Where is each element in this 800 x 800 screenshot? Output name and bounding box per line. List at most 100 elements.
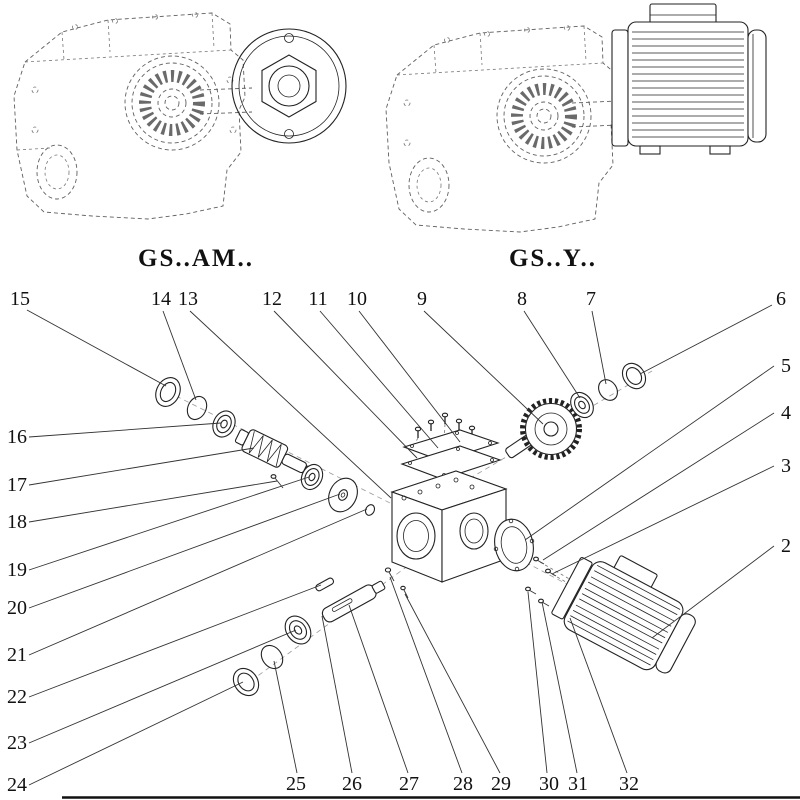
gear-housing bbox=[390, 470, 508, 583]
callout-numbers: 15 14 13 12 11 10 9 8 7 6 5 4 3 2 16 17 … bbox=[7, 288, 791, 796]
leader-line-21 bbox=[28, 508, 368, 656]
callout-15: 15 bbox=[10, 288, 30, 310]
o-ring-21 bbox=[364, 504, 376, 516]
leader-line-25 bbox=[273, 660, 298, 774]
housing-and-covers bbox=[390, 412, 508, 583]
leader-line-15 bbox=[26, 309, 167, 387]
callout-27: 27 bbox=[399, 773, 419, 795]
callout-21: 21 bbox=[7, 644, 27, 666]
callout-28: 28 bbox=[453, 773, 473, 795]
callout-2: 2 bbox=[781, 535, 791, 557]
leader-line-32 bbox=[569, 617, 628, 774]
input-boss-rings-y bbox=[496, 68, 592, 164]
callout-24: 24 bbox=[7, 774, 27, 796]
leader-line-18 bbox=[28, 480, 278, 523]
variant-label-am: GS..AM.. bbox=[138, 245, 254, 272]
callout-17: 17 bbox=[7, 474, 27, 496]
bearing-19 bbox=[300, 463, 324, 491]
leader-line-10 bbox=[358, 310, 461, 443]
leader-line-13 bbox=[189, 310, 392, 499]
callout-6: 6 bbox=[776, 288, 786, 310]
callout-19: 19 bbox=[7, 559, 27, 581]
callout-9: 9 bbox=[417, 288, 427, 310]
leader-line-29 bbox=[404, 593, 501, 774]
callout-11: 11 bbox=[308, 288, 327, 310]
helical-gear-9 bbox=[505, 398, 582, 460]
callout-7: 7 bbox=[586, 288, 596, 310]
callout-18: 18 bbox=[7, 511, 27, 533]
callout-22: 22 bbox=[7, 686, 27, 708]
output-flange-drawing bbox=[231, 28, 347, 144]
leader-line-16 bbox=[28, 422, 222, 438]
callout-20: 20 bbox=[7, 597, 27, 619]
callout-12: 12 bbox=[262, 288, 282, 310]
seal-ring-15 bbox=[155, 377, 181, 407]
leader-line-23 bbox=[28, 629, 297, 744]
variant-label-y: GS..Y.. bbox=[509, 245, 597, 272]
screw-29 bbox=[400, 585, 409, 599]
leader-line-9 bbox=[423, 310, 544, 425]
leader-line-17 bbox=[28, 447, 255, 486]
callout-3: 3 bbox=[781, 455, 791, 477]
motor-side-parts bbox=[493, 518, 696, 674]
callout-25: 25 bbox=[286, 773, 306, 795]
key-22 bbox=[315, 577, 335, 592]
output-shaft-parts bbox=[232, 567, 409, 697]
callout-16: 16 bbox=[7, 426, 27, 448]
gearbox-y-drawing bbox=[385, 25, 619, 233]
callout-26: 26 bbox=[342, 773, 362, 795]
exploded-view bbox=[155, 362, 696, 697]
motor-drawing bbox=[611, 3, 767, 155]
input-boss-rings bbox=[124, 55, 220, 151]
circlip-7 bbox=[598, 379, 618, 401]
bearing-8 bbox=[570, 391, 594, 419]
leader-line-12 bbox=[273, 310, 418, 459]
mounting-bolts bbox=[525, 556, 557, 607]
callout-4: 4 bbox=[781, 402, 791, 424]
worm-shaft-17 bbox=[234, 429, 315, 476]
leader-line-3 bbox=[551, 465, 775, 575]
callout-14: 14 bbox=[151, 288, 171, 310]
leader-line-7 bbox=[591, 310, 607, 385]
callout-32: 32 bbox=[619, 773, 639, 795]
leader-line-8 bbox=[523, 310, 581, 399]
output-shaft-27 bbox=[321, 580, 386, 623]
leader-line-24 bbox=[28, 681, 244, 786]
circlip-14 bbox=[186, 395, 208, 421]
callout-10: 10 bbox=[347, 288, 367, 310]
leader-line-22 bbox=[28, 584, 322, 698]
callout-23: 23 bbox=[7, 732, 27, 754]
callout-30: 30 bbox=[539, 773, 559, 795]
leader-line-4 bbox=[542, 412, 775, 561]
callout-13: 13 bbox=[178, 288, 198, 310]
washer-20 bbox=[328, 477, 358, 513]
leader-line-14 bbox=[162, 310, 197, 401]
leader-lines bbox=[26, 304, 775, 786]
leader-line-19 bbox=[28, 476, 310, 571]
motor-exploded bbox=[551, 555, 696, 674]
bearing-23 bbox=[284, 615, 312, 645]
callout-31: 31 bbox=[568, 773, 588, 795]
gearbox-am-drawing bbox=[13, 12, 253, 220]
leader-line-5 bbox=[524, 365, 775, 541]
leader-line-28 bbox=[389, 576, 463, 774]
gear-shaft-parts bbox=[505, 362, 647, 460]
seal-ring-6 bbox=[621, 362, 647, 390]
input-shaft-parts bbox=[155, 377, 376, 516]
leader-line-31 bbox=[541, 601, 578, 774]
callout-8: 8 bbox=[517, 288, 527, 310]
leader-line-26 bbox=[321, 615, 353, 774]
leader-line-27 bbox=[348, 604, 409, 774]
leader-line-6 bbox=[639, 304, 773, 375]
cover-gasket bbox=[400, 445, 502, 480]
adapter-gasket-5 bbox=[493, 518, 535, 572]
leader-line-20 bbox=[28, 493, 341, 609]
seal-ring-24 bbox=[232, 667, 260, 697]
bearing-16 bbox=[212, 410, 236, 438]
motor-fins bbox=[632, 31, 744, 138]
leader-line-30 bbox=[527, 591, 548, 774]
leader-line-11 bbox=[319, 310, 439, 449]
leader-line-2 bbox=[651, 545, 775, 639]
